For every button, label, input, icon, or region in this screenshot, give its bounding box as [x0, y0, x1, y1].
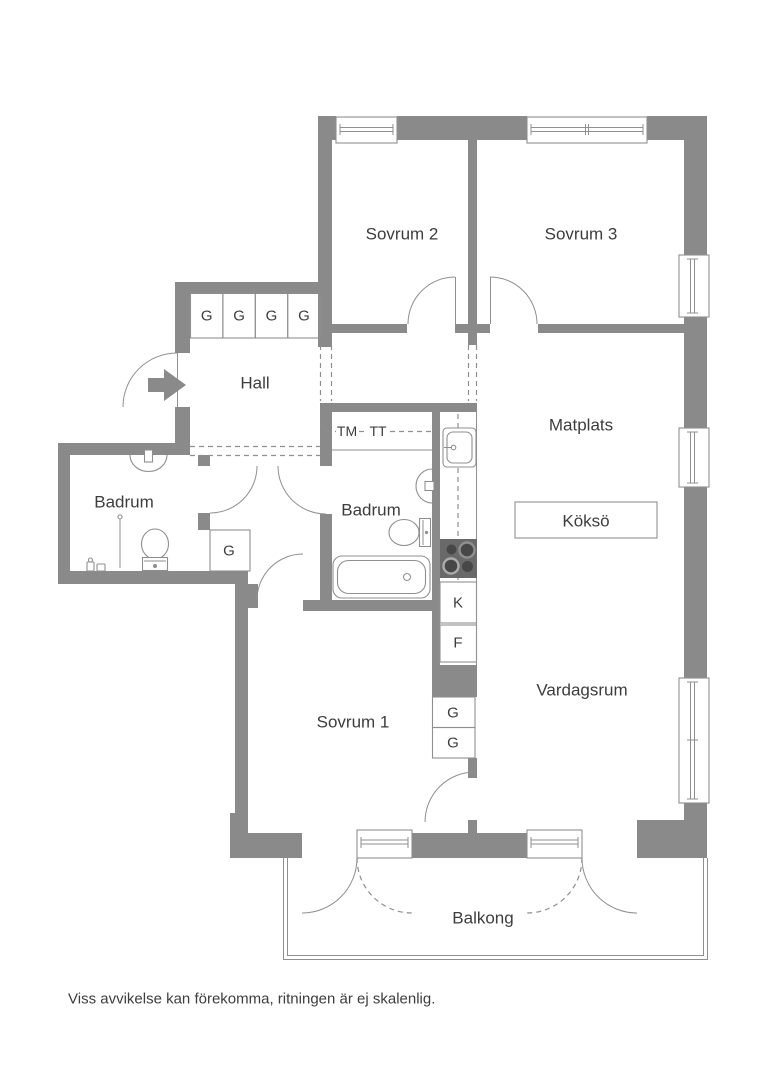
- wardrobe-label: G: [233, 308, 245, 325]
- badrum-left-fixtures: [86, 449, 170, 572]
- toilet: [388, 517, 432, 548]
- tumble-dryer-label: TT: [369, 423, 387, 439]
- room-label-hall: Hall: [240, 374, 269, 393]
- disclaimer-text: Viss avvikelse kan förekomma, ritningen …: [68, 991, 435, 1008]
- balcony-door-right-leaf2: [526, 857, 583, 914]
- balcony-door-frame-right: [526, 829, 583, 859]
- sink: [129, 449, 168, 472]
- room-label-sovrum1: Sovrum 1: [317, 713, 390, 732]
- wardrobe-label: G: [298, 308, 310, 325]
- fixture-labels: G G G G G G G TM TT K F: [201, 308, 463, 752]
- door-sovrum1: [256, 553, 304, 601]
- wardrobe-label: G: [223, 543, 235, 560]
- wardrobe-label: G: [266, 308, 278, 325]
- room-label-matplats: Matplats: [549, 416, 613, 435]
- sink: [415, 468, 435, 504]
- room-label-balkong: Balkong: [452, 909, 513, 928]
- room-label-badrum-left: Badrum: [94, 493, 154, 512]
- washing-machine-label: TM: [337, 423, 357, 439]
- badrum-mid-fixtures: [332, 468, 435, 599]
- entrance-arrow-icon: [148, 369, 186, 401]
- room-label-vardagsrum: Vardagsrum: [536, 681, 627, 700]
- balcony-door-frame-left: [356, 829, 413, 859]
- laundry-nook: [326, 430, 432, 451]
- door-vardagsrum: [424, 771, 476, 823]
- toilet: [140, 528, 170, 572]
- window-sovrum2: [335, 116, 398, 144]
- door-sovrum3: [489, 276, 538, 325]
- wardrobe-label: G: [447, 735, 459, 752]
- kitchen-island-label: Köksö: [562, 512, 609, 531]
- balcony-door-left-leaf: [301, 857, 358, 914]
- walls: [58, 116, 707, 858]
- window-sovrum3-right: [678, 254, 710, 318]
- windows: [335, 116, 710, 859]
- window-matplats: [678, 427, 710, 488]
- door-sovrum2: [407, 276, 456, 325]
- bathtub: [332, 555, 431, 599]
- fridge-cell: [439, 581, 478, 624]
- balcony-door-left-leaf2: [356, 857, 413, 914]
- room-label-badrum-mid: Badrum: [341, 501, 401, 520]
- stove: [440, 539, 477, 578]
- floor-drain-icon: [86, 557, 106, 572]
- corridor-closet: [209, 529, 251, 572]
- window-sovrum3: [526, 116, 648, 144]
- kitchen: [439, 412, 478, 665]
- window-vardagsrum: [678, 677, 710, 804]
- kitchen-island-box: [514, 501, 658, 539]
- kitchen-sink: [442, 427, 477, 468]
- hall-closets: [189, 292, 321, 339]
- room-label-sovrum2: Sovrum 2: [366, 225, 439, 244]
- wardrobe-label: G: [201, 308, 213, 325]
- room-label-sovrum3: Sovrum 3: [545, 225, 618, 244]
- door-badrum-mid: [277, 465, 327, 515]
- balcony-door-right-leaf: [581, 857, 638, 914]
- freezer-cell: [439, 624, 478, 663]
- sovrum1-closets: [431, 696, 476, 759]
- fridge-label: K: [453, 595, 463, 612]
- door-badrum-left: [209, 465, 258, 514]
- shower-rail: [117, 514, 123, 568]
- balcony-railing: [283, 858, 708, 960]
- cased-openings: [190, 345, 478, 457]
- wardrobe-label: G: [447, 705, 459, 722]
- freezer-label: F: [453, 635, 462, 652]
- room-labels: Sovrum 2 Sovrum 3 Hall Matplats Badrum B…: [94, 225, 627, 928]
